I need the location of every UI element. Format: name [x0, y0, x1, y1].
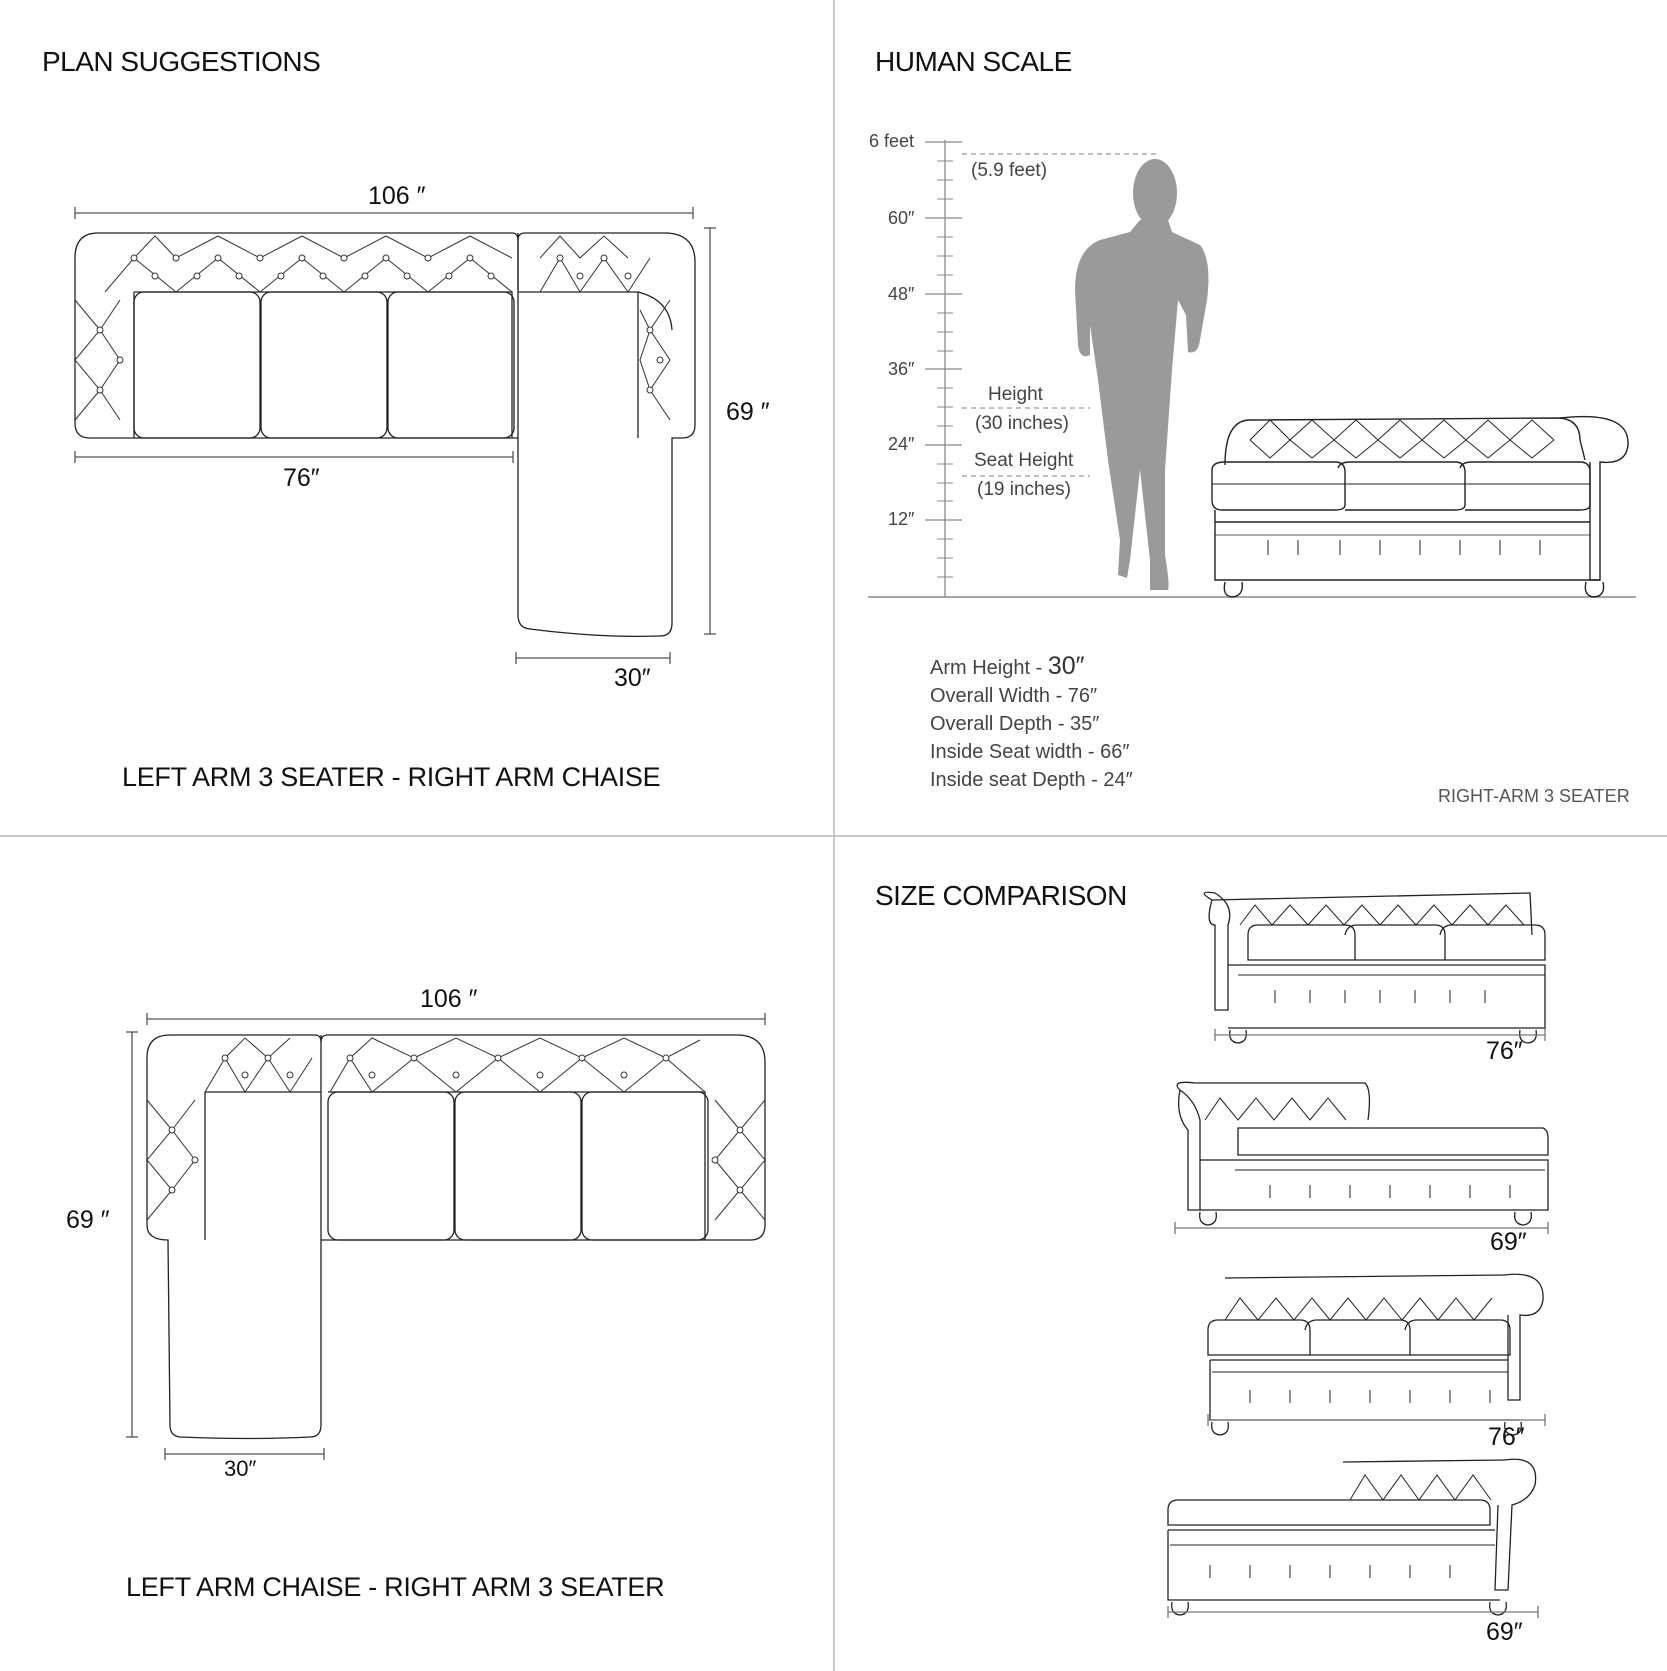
model-name-label: RIGHT-ARM 3 SEATER — [1438, 786, 1630, 806]
ruler-tick-label-60: 60″ — [888, 208, 915, 228]
spec-arm-height-label: Arm Height - — [930, 657, 1048, 679]
person-silhouette — [1075, 159, 1209, 590]
ruler-tick-label-24: 24″ — [888, 434, 915, 454]
comparison-sofa-1 — [1203, 891, 1546, 1044]
plan-top-drawing — [74, 207, 716, 664]
spec-arm-height: Arm Height - 30″ — [930, 652, 1133, 682]
comparison-dim-2: 69″ — [1490, 1228, 1527, 1256]
plan-top-config-label: LEFT ARM 3 SEATER - RIGHT ARM CHAISE — [122, 762, 661, 792]
human-scale-drawing — [868, 140, 1636, 598]
horizontal-divider — [0, 835, 1667, 837]
plan-bottom-width-label: 106 ″ — [420, 985, 478, 1013]
human-scale-title: HUMAN SCALE — [875, 46, 1072, 77]
ruler-tick-label-6ft: 6 feet — [869, 131, 915, 151]
plan-top-chaise-width-label: 30″ — [614, 664, 651, 692]
comparison-dim-3: 76″ — [1488, 1423, 1525, 1451]
arm-height-title: Height — [988, 384, 1043, 405]
spec-overall-width: Overall Width - 76″ — [930, 685, 1098, 707]
plan-bottom-drawing — [126, 1013, 766, 1460]
ruler-tick-label-36: 36″ — [888, 359, 915, 379]
comparison-sofa-4 — [1167, 1458, 1539, 1618]
seat-height-title: Seat Height — [974, 450, 1074, 471]
ruler-tick-label-12: 12″ — [888, 509, 915, 529]
seat-height-value: (19 inches) — [977, 479, 1071, 500]
comparison-dim-4: 69″ — [1486, 1618, 1523, 1646]
plan-bottom-depth-label: 69 ″ — [66, 1206, 110, 1234]
spec-arm-height-value: 30″ — [1047, 652, 1085, 680]
plan-suggestions-title: PLAN SUGGESTIONS — [42, 46, 321, 77]
arm-height-value: (30 inches) — [975, 413, 1069, 434]
size-comparison-title: SIZE COMPARISON — [875, 880, 1127, 911]
size-comparison-drawing — [1167, 891, 1549, 1618]
plan-bottom-chaise-width-label: 30″ — [224, 1456, 257, 1481]
comparison-dim-1: 76″ — [1486, 1037, 1523, 1065]
spec-inside-seat-width: Inside Seat width - 66″ — [930, 741, 1130, 763]
comparison-sofa-2 — [1174, 1081, 1549, 1234]
spec-overall-depth: Overall Depth - 35″ — [930, 713, 1100, 735]
spec-inside-seat-depth: Inside seat Depth - 24″ — [930, 769, 1133, 791]
comparison-sofa-3 — [1207, 1273, 1546, 1436]
plan-bottom-config-label: LEFT ARM CHAISE - RIGHT ARM 3 SEATER — [126, 1572, 665, 1602]
spec-list: Arm Height - 30″ Overall Width - 76″ Ove… — [930, 652, 1133, 794]
plan-top-width-label: 106 ″ — [368, 182, 426, 210]
person-height-label: (5.9 feet) — [971, 160, 1048, 181]
ruler-tick-label-48: 48″ — [888, 284, 915, 304]
plan-top-depth-label: 69 ″ — [726, 398, 770, 426]
plan-top-seater-width-label: 76″ — [283, 464, 320, 492]
